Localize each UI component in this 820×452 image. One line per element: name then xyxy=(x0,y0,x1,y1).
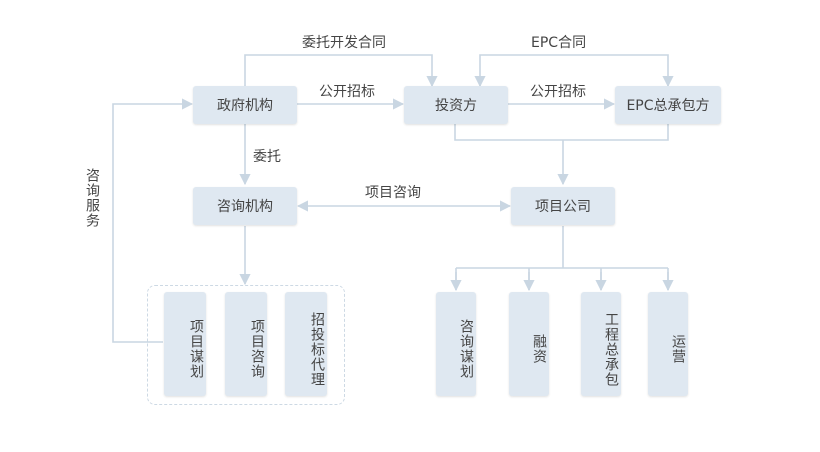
company-to-functions-connector xyxy=(455,226,669,290)
shareholders-to-company-connector xyxy=(454,124,669,184)
label-entrusted-development-contract: 委托开发合同 xyxy=(302,35,386,51)
epc-contractor-node: EPC总承包方 xyxy=(615,86,721,124)
consulting-services-group xyxy=(147,285,345,405)
label-consulting-services: 咨询服务 xyxy=(84,168,100,228)
function-operation: 运营 xyxy=(648,292,688,396)
epc-contract-connector xyxy=(474,54,674,88)
entrusted-development-contract-connector xyxy=(244,54,438,88)
project-company-node: 项目公司 xyxy=(511,187,615,225)
service-project-planning: 项目谋划 xyxy=(164,292,206,396)
function-epc: 工程总承包 xyxy=(581,292,621,396)
label-public-tender-1: 公开招标 xyxy=(319,84,375,100)
label-epc-contract: EPC合同 xyxy=(531,35,587,51)
function-financing: 融资 xyxy=(509,292,549,396)
label-entrust: 委托 xyxy=(253,149,281,165)
service-project-consulting: 项目咨询 xyxy=(225,292,267,396)
service-tender-agency: 招投标代理 xyxy=(285,292,327,396)
consulting-agency-node: 咨询机构 xyxy=(193,187,297,225)
label-project-consulting: 项目咨询 xyxy=(365,185,421,201)
function-consulting-planning: 咨询谋划 xyxy=(436,292,476,396)
government-node: 政府机构 xyxy=(193,86,297,124)
consulting-services-connector xyxy=(112,98,194,343)
investor-node: 投资方 xyxy=(404,86,508,124)
label-public-tender-2: 公开招标 xyxy=(530,84,586,100)
